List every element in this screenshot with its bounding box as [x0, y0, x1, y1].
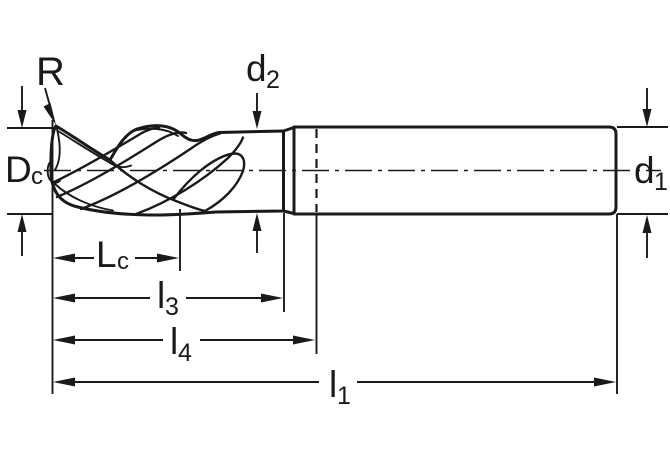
lc-arrowhead-right [157, 253, 179, 263]
cutter-head-outline [49, 124, 285, 217]
cutting-edge-length-dimension: L c [53, 234, 179, 275]
cutting-diameter-label: D [5, 149, 32, 190]
overall-length-dimension: l 1 [53, 364, 616, 410]
length-l3-dimension: l 3 [53, 275, 283, 321]
shank-diameter-subscript: 1 [654, 168, 668, 196]
length-l4-dimension: l 4 [53, 321, 315, 367]
flute-land-line [57, 130, 132, 168]
l3-arrowhead-right [261, 293, 283, 303]
flute-runout-line [134, 136, 245, 216]
length-l4-label: l [170, 321, 178, 362]
neck-diameter-subscript: 2 [266, 66, 280, 94]
d2-arrowhead-down [252, 111, 262, 129]
cutting-diameter-subscript: c [31, 163, 43, 190]
neck-diameter-dimension: d 2 [246, 48, 280, 253]
l4-arrowhead-right [293, 335, 315, 345]
r-arrowhead-down [17, 110, 27, 128]
shank-diameter-dimension: d 1 [634, 88, 668, 258]
extension-lines [7, 120, 668, 394]
l4-arrowhead-left [53, 335, 75, 345]
flute-runout-loop [172, 152, 246, 213]
corner-radius-dimension: R [17, 50, 65, 256]
shank-diameter-label: d [634, 150, 655, 191]
tool-body [46, 124, 618, 217]
flute-line [55, 131, 188, 199]
r-leader-arrowhead [43, 103, 56, 125]
d2-arrowhead-up [252, 213, 262, 231]
end-face-web-arc [46, 160, 62, 184]
neck-diameter-label: d [246, 48, 267, 89]
l3-arrowhead-left [53, 293, 75, 303]
overall-length-label: l [329, 364, 337, 405]
end-face-edge [54, 183, 114, 212]
l1-arrowhead-right [594, 377, 616, 387]
end-face-edge [54, 128, 61, 171]
l1-arrowhead-left [53, 377, 75, 387]
flute-gash-line [108, 158, 207, 213]
d1-arrowhead-up [642, 215, 652, 233]
flute-line [79, 132, 222, 211]
length-l3-subscript: 3 [165, 293, 179, 321]
length-l4-subscript: 4 [178, 339, 192, 367]
cutting-diameter-dimension: D c [5, 149, 43, 190]
cutting-edge-length-label: L [96, 234, 117, 275]
overall-length-subscript: 1 [337, 382, 351, 410]
d1-arrowhead-down [642, 109, 652, 127]
lc-arrowhead-left [53, 253, 75, 263]
length-l3-label: l [157, 275, 165, 316]
cutting-edge-length-subscript: c [117, 248, 129, 275]
flute-line [50, 126, 161, 185]
r-leader-line [44, 87, 51, 107]
dc-arrowhead-up [17, 214, 27, 232]
shank-outline [292, 125, 618, 216]
corner-radius-label: R [36, 50, 65, 94]
